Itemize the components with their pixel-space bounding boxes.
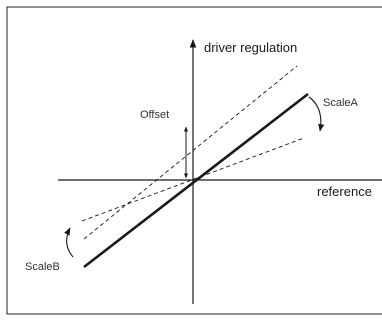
scale-b-arrow — [64, 227, 74, 258]
offset-dashed-line — [83, 65, 298, 240]
low-slope-dashed-line — [81, 137, 305, 222]
scale-a-arrow — [308, 96, 325, 132]
regulation-line — [83, 92, 309, 269]
y-axis-label: driver regulation — [204, 40, 297, 55]
x-axis-label: reference — [317, 184, 372, 199]
offset-label: Offset — [140, 109, 169, 121]
scale-b-label: ScaleB — [25, 261, 60, 273]
scale-a-label: ScaleA — [323, 97, 359, 109]
frame-border — [6, 6, 382, 315]
